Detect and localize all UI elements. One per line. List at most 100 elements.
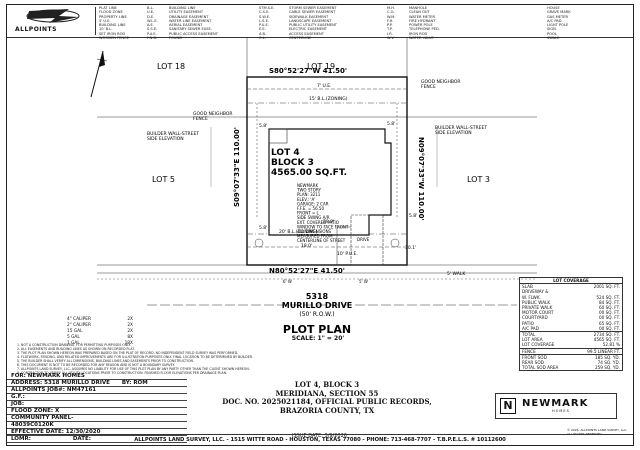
note-line: 5. THE BUILDER SHALL VERIFY ALL DIMENSIO… [17,359,194,363]
right-of-way: (50' R.O.W.) [299,311,334,318]
driveway [350,214,384,266]
builder-logo-icon: N [500,398,516,414]
setback-left-front: 5.8' [259,225,267,231]
company-logo: ALLPOINTS [9,7,96,35]
coverage-title: LOT COVERAGE [520,278,622,285]
job-info-block: FOR: NEWMARK HOMES ADDRESS: 5318 MURILLO… [7,373,187,443]
legend-col-5: STORM SEWER EASEMENT CABLE SEWER EASEMEN… [289,6,337,41]
sidewalk-right: 5' W [359,279,368,284]
for-row: FOR: NEWMARK HOMES [7,373,187,380]
scale-label: SCALE: 1" = 20' [291,335,345,342]
legend-col-4: STM.S.E. C.S.E. S.W.E. L.S.E. P.U.E. E.E… [259,6,275,41]
lomr-row: LOMR: DATE: [7,436,187,443]
plot-plan-sheet: ALLPOINTS PLAT LINE FLOOD ZONE PROPERTY … [6,4,634,446]
setback-right-rear: 5.8' [387,121,395,127]
lot-18-label: LOT 18 [157,62,185,71]
ue-label: 7' U.E. [317,83,332,89]
note-line: 3. THE PLOT PLAN SHOWN HEREON WAS PREPAR… [17,351,239,355]
north-arrow-icon [90,50,108,98]
address-row: ADDRESS: 5318 MURILLO DRIVE BY: ROM [7,380,187,387]
lot-area-label: 4565.00 SQ.FT. [271,168,347,178]
plan-title: PLOT PLAN [283,323,351,336]
job-row: JOB: [7,401,187,408]
lot-boundary [246,76,408,266]
community-panel-label: COMMUNITY PANEL- [7,415,187,422]
coverage-row: W. FLWK.524 SQ. FT. [522,294,620,300]
lot-3-label: LOT 3 [467,175,490,184]
note-line: 6. THIS DOCUMENT IS NOT TO BE RECORDED F… [17,363,175,367]
driveway-label: DRIVE [357,237,370,242]
note-line: 8. CONTRACTOR TO VERIFY ALL UTILITY LOCA… [17,371,227,375]
lot-4-label: LOT 4 [271,148,300,158]
patio-slab [268,128,288,144]
logo-star-icon [26,9,80,23]
legend-col-1: PLAT LINE FLOOD ZONE PROPERTY LINE 5' U.… [99,6,129,41]
south-bearing: N80°52'27"E 41.50' [269,267,345,275]
legend-col-2: B.L. U.E. D.E. W.L.E. A.E. S.S.E. P.A.E.… [147,6,158,41]
gf-row: G.F.: [7,394,187,401]
setback-right-front: 5.8' [409,213,417,219]
community-panel-value: 48039C0120K [7,422,187,429]
logo-text: ALLPOINTS [15,26,57,33]
sidewalk-left: 6' W [283,279,292,284]
copyright: © 2026, ALLPOINTS LAND SURVEY, LLC. ALL … [567,428,628,436]
east-distance: N09°07'33"W 110.00' [417,137,425,221]
front-bl-label: 20' B.L.(ZONING) [279,229,318,235]
north-bearing: S80°52'27"W 41.50' [269,67,347,75]
rear-bl-label: 15' B.L.(ZONING) [309,96,348,102]
street-name: MURILLO DRIVE [282,301,353,310]
lot-5-label: LOT 5 [152,175,175,184]
west-distance: S09°07'33"E 110.00' [233,127,241,207]
note-line: 2. ALL EASEMENTS AND BUILDING LINES AS S… [17,347,135,351]
legal-description: LOT 4, BLOCK 3 MERIDIANA, SECTION 55 DOC… [222,380,432,415]
general-notes: 1. NOT A CONSTRUCTION DRAWING. FOR PERMI… [17,343,627,375]
note-line: 1. NOT A CONSTRUCTION DRAWING. FOR PERMI… [17,343,131,347]
tree-icon [254,238,264,248]
flood-zone-row: FLOOD ZONE: X [7,408,187,415]
house-footprint [268,128,392,236]
tree-icon [390,238,400,248]
lot-19-label: LOT 19 [307,62,335,71]
legend-col-3: BUILDING LINE UTILITY EASEMENT DRAINAGE … [169,6,218,41]
front-dimension: 18.0' [301,243,312,249]
builder-name: NEWMARK [522,398,589,409]
job-number-row: ALLPOINTS JOB#: NM47161 [7,387,187,394]
block-3-label: BLOCK 3 [271,158,314,168]
issue-date: ISSUE DATE: 3/9/2026 [292,433,347,439]
address-number: 5318 [306,292,329,301]
builder-logo: N NEWMARK HOMES [495,393,617,419]
note-line: 4. FLATWORK, FENCING, AND RELATED IMPROV… [17,355,253,359]
site-drawing: LOT 18 LOT 19 LOT 5 LOT 3 S80°52'27"W 41… [90,37,537,336]
walk-label: 5' WALK [447,271,466,277]
effective-date-row: EFFECTIVE DATE: 12/30/2020 [7,429,187,436]
depth-dimension: 30.1' [405,245,416,251]
front-ue-label: 10' P.U.E. [337,251,358,257]
legend-col-8: HOUSE GRAVE MARK GAS METER A/C PAD LIGHT… [547,6,571,41]
legend-col-6: M.H. C.O. W.M. F.H. P.P. T.P. I.R. W.V. [387,6,396,41]
legend-col-7: MANHOLE CLEAN OUT WATER METER FIRE HYDRA… [409,6,440,41]
footer-bar: ALLPOINTS LAND SURVEY, LLC. - 1515 WITTE… [7,434,633,445]
builder-sub: HOMES [552,409,570,413]
